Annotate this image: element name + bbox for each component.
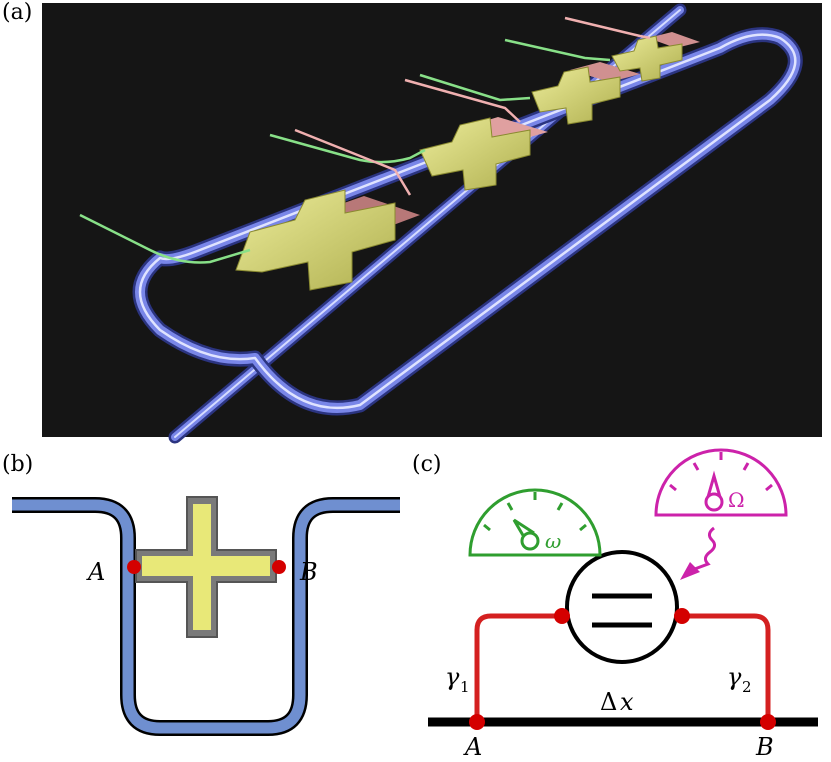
point-b-dot-c <box>760 714 776 730</box>
panel-a-label: (a) <box>2 0 33 25</box>
gamma1-subscript: 1 <box>460 678 470 696</box>
gamma2-subscript: 2 <box>742 678 752 696</box>
drive-meter-icon <box>654 448 788 572</box>
delta-label: Δ <box>600 688 617 716</box>
point-a-label: A <box>86 558 105 586</box>
frequency-meter-icon <box>468 488 602 557</box>
panel-c-schematic: ω Ω γ 1 γ 2 Δ x A B <box>428 448 818 761</box>
atom-connect-right-dot <box>674 608 690 624</box>
qubit-cross <box>142 504 270 630</box>
delta-x-var: x <box>620 688 634 716</box>
point-a-label-c: A <box>463 733 482 761</box>
point-b-dot <box>272 560 286 574</box>
qubit-cross-3 <box>531 62 640 125</box>
panel-a-render <box>42 3 822 444</box>
meter-right-label: Ω <box>728 488 745 512</box>
qubit-cross-2 <box>419 117 548 191</box>
drive-arrow-head-icon <box>680 562 700 580</box>
point-a-dot <box>127 560 141 574</box>
coupling-leg-left <box>474 613 562 722</box>
atom-circle <box>565 550 679 664</box>
point-a-dot-c <box>469 714 485 730</box>
coupling-leg-right <box>682 613 771 722</box>
qubit-cross-4 <box>611 32 700 82</box>
control-lines <box>79 16 651 264</box>
gamma2-label: γ <box>727 663 742 691</box>
meter-left-label: ω <box>545 529 561 553</box>
point-b-label-c: B <box>755 733 774 761</box>
gamma1-label: γ <box>445 663 460 691</box>
waveguide-channel <box>12 499 400 734</box>
atom-connect-left-dot <box>554 608 570 624</box>
panel-b-label: (b) <box>2 452 34 477</box>
qubit-cross-1 <box>235 189 420 291</box>
panel-c-label: (c) <box>412 452 442 477</box>
panel-b-schematic: A B <box>12 496 400 736</box>
point-b-label: B <box>299 558 318 586</box>
